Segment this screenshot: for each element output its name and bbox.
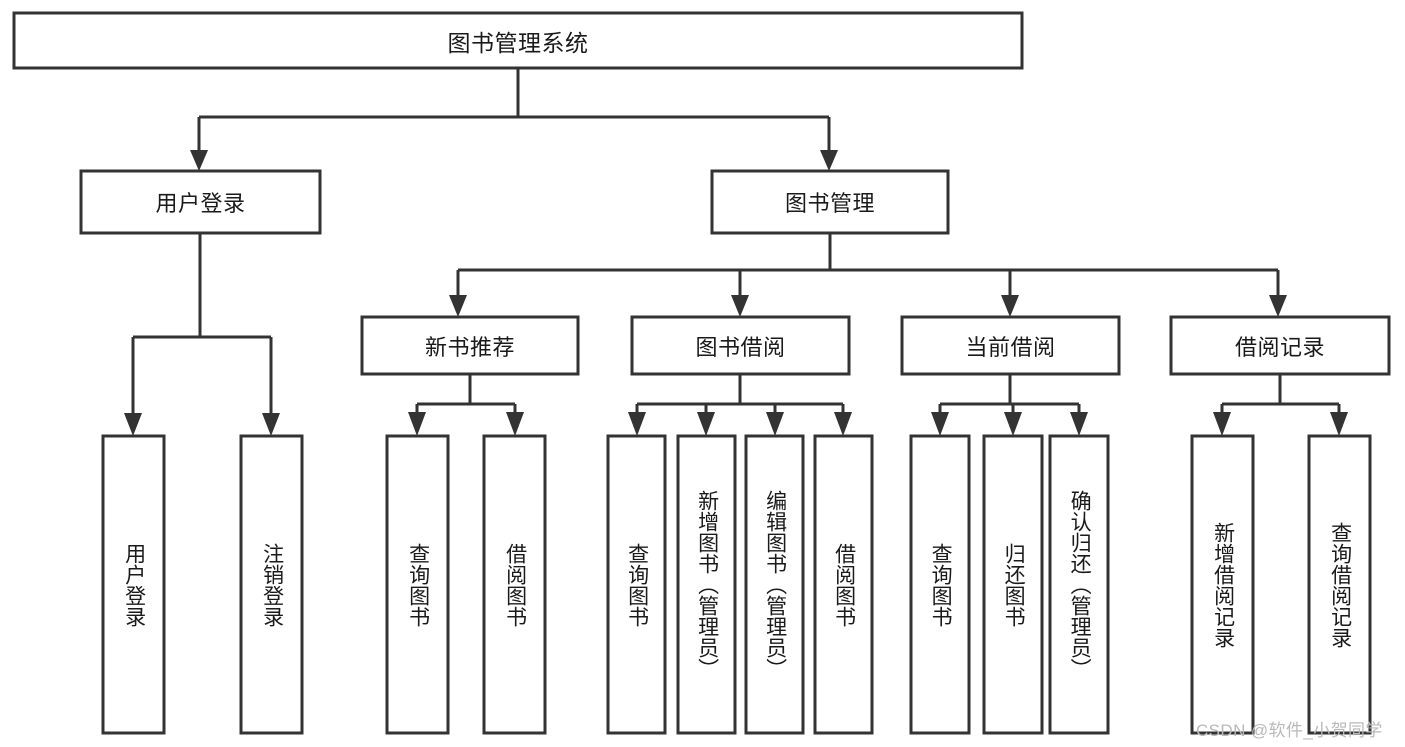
node-box-leaf-cur-query[interactable] [909, 434, 971, 735]
node-box-borrow-record[interactable] [1169, 315, 1391, 376]
node-box-leaf-logout[interactable] [239, 434, 304, 735]
node-box-leaf-cur-return[interactable] [982, 434, 1044, 735]
node-box-book-borrow[interactable] [630, 315, 851, 376]
arrow-head-current-borrow [1001, 295, 1019, 317]
edge-group-current-borrow [931, 374, 1088, 436]
node-box-user-login[interactable] [79, 169, 322, 235]
arrow-head-user-login [190, 150, 208, 171]
node-box-leaf-cur-confirm[interactable] [1048, 434, 1110, 735]
node-box-leaf-rec-search[interactable] [1307, 434, 1372, 735]
arrow-head-leaf-cur-query [931, 412, 949, 436]
edge-group-root [190, 68, 838, 171]
node-box-leaf-rec-add[interactable] [1190, 434, 1255, 735]
node-box-leaf-rec-borrow[interactable] [482, 434, 547, 735]
arrow-head-book-borrow [731, 295, 749, 317]
edge-group-new-book-rec [408, 374, 524, 436]
arrow-head-book-manage [820, 150, 838, 171]
node-box-leaf-borrow-query[interactable] [606, 434, 667, 735]
node-box-leaf-rec-query[interactable] [385, 434, 450, 735]
edge-group-user-login [124, 233, 280, 436]
node-box-leaf-user-login[interactable] [101, 434, 166, 735]
arrow-head-borrow-record [1269, 295, 1287, 317]
node-box-leaf-borrow-do[interactable] [813, 434, 874, 735]
node-box-new-book-rec[interactable] [360, 315, 580, 376]
node-box-leaf-borrow-edit[interactable] [744, 434, 805, 735]
arrow-head-leaf-borrow-do [834, 412, 852, 436]
arrow-head-leaf-user-login [124, 413, 142, 436]
arrow-head-leaf-borrow-add [697, 412, 715, 436]
arrow-head-leaf-rec-search [1330, 412, 1348, 436]
arrow-head-new-book-rec [449, 295, 467, 317]
arrow-head-leaf-logout [262, 413, 280, 436]
node-box-book-manage[interactable] [710, 169, 950, 235]
arrow-head-leaf-borrow-query [628, 412, 646, 436]
arrow-head-leaf-rec-query [408, 412, 426, 436]
arrow-head-leaf-rec-borrow [506, 412, 524, 436]
node-box-current-borrow[interactable] [900, 315, 1121, 376]
node-box-leaf-borrow-add[interactable] [676, 434, 737, 735]
edge-group-book-borrow [628, 374, 852, 436]
arrow-head-leaf-borrow-edit [766, 412, 784, 436]
arrow-head-leaf-rec-add [1213, 412, 1231, 436]
node-box-root[interactable] [12, 11, 1024, 70]
arrow-head-leaf-cur-confirm [1070, 412, 1088, 436]
arrow-head-leaf-cur-return [1004, 412, 1022, 436]
edge-group-book-manage [449, 233, 1287, 317]
edge-group-borrow-record [1213, 374, 1348, 436]
